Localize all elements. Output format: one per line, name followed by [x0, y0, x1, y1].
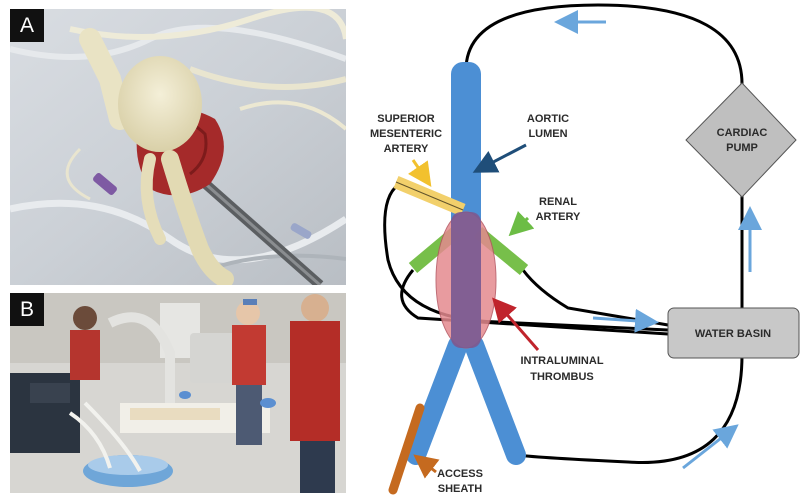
flow-arrow-to-basin — [593, 318, 653, 322]
flow-arrows — [560, 22, 750, 468]
access-sheath-label-line1: ACCESS — [437, 468, 483, 480]
photo-a-image — [10, 9, 346, 285]
photo-a-abdominal-aortic-model: A — [10, 9, 346, 285]
thrombus-label-line1: INTRALUMINAL — [520, 355, 603, 367]
iliac-right — [474, 345, 516, 455]
aortic-lumen-label-line2: LUMEN — [528, 128, 567, 140]
aortic-pointer-arrow — [478, 145, 526, 170]
thrombus-label-line2: THROMBUS — [530, 371, 594, 383]
cardiac-pump-label-line1: CARDIAC — [717, 127, 768, 139]
thrombus-overlap — [451, 212, 481, 348]
diagram-svg: CARDIAC PUMP WATER BASIN SUPERIOR MESENT… — [348, 0, 801, 495]
water-basin-label: WATER BASIN — [695, 328, 771, 340]
renal-artery-label-line2: ARTERY — [536, 211, 581, 223]
sma-label-line2: MESENTERIC — [370, 128, 442, 140]
cardiac-pump-shape — [686, 83, 796, 197]
flow-circuit-diagram: CARDIAC PUMP WATER BASIN SUPERIOR MESENT… — [348, 0, 801, 495]
access-sheath-pointer-arrow — [418, 458, 436, 472]
renal-pointer-arrow — [513, 218, 528, 232]
access-sheath-label-line2: SHEATH — [438, 483, 482, 495]
photo-b-image — [10, 293, 346, 493]
panel-letter-a: A — [10, 9, 44, 42]
tube-top-loop — [466, 5, 742, 85]
flow-arrow-bottom — [683, 428, 734, 468]
sma-pointer-arrow — [413, 160, 428, 182]
renal-artery-label-line1: RENAL — [539, 196, 577, 208]
sma-label-line1: SUPERIOR — [377, 113, 435, 125]
photo-b-cath-lab-setup: B — [10, 293, 346, 493]
sma-label-line3: ARTERY — [384, 143, 429, 155]
iliac-left — [416, 345, 458, 455]
cardiac-pump-label-line2: PUMP — [726, 142, 758, 154]
aortic-lumen-label-line1: AORTIC — [527, 113, 569, 125]
panel-letter-b: B — [10, 293, 44, 326]
